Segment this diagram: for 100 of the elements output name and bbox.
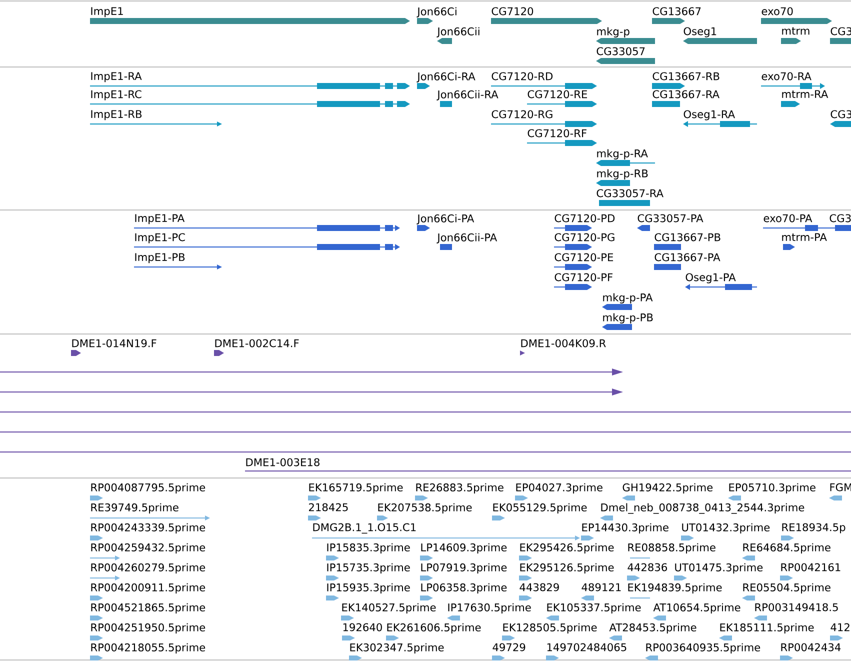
feature-label: RE26883.5prime [416, 483, 504, 494]
feature-label: mkg-p-PB [603, 313, 653, 324]
feature-label: CG13667-RA [652, 90, 720, 98]
feature-label: IP15735.3prime [327, 563, 410, 574]
feature-label: CG7120-RG [492, 110, 552, 118]
feature-label: EK055129.5prime [493, 503, 587, 514]
feature-label: RE18934.5p [782, 523, 846, 534]
feature-label: CG13667 [652, 7, 701, 16]
feature-label: RE08858.5prime [628, 543, 716, 554]
feature-label: EK261606.5prime [387, 623, 481, 634]
feature-label: RP0042434 [781, 643, 841, 652]
feature-label: GH19422.5prime [622, 483, 713, 494]
feature-label: ImpE1-RA [91, 72, 142, 82]
feature-label: EK105337.5prime [547, 603, 641, 614]
feature-label: 443829 [520, 583, 559, 592]
feature-label: CG13667-RB [652, 72, 720, 80]
feature-label: CG7120-PD [554, 214, 615, 222]
feature-label: exo70-RA [762, 72, 812, 80]
feature-label: Jon66Ci-RA [416, 72, 476, 82]
feature-label: EK185111.5prime [720, 623, 814, 634]
feature-label: CG7120-PF [554, 273, 612, 282]
feature-label: ImpE1 [91, 7, 123, 18]
feature-label: Oseg1-RA [684, 110, 735, 120]
feature-label: Jon66Ci-PA [416, 214, 474, 224]
feature-label: EK207538.5prime [378, 503, 472, 514]
feature-label: Dmel_neb_008738_0413_2544.3prime [601, 503, 804, 514]
feature-label: EP04027.3prime [516, 483, 602, 494]
feature-label: CG7120-PG [554, 233, 614, 242]
feature-label: RP004243339.5prime [91, 523, 206, 534]
feature-label: RP003149418.5 [755, 603, 838, 612]
feature-label: 489121 [582, 583, 621, 592]
feature-label: Oseg1 [684, 27, 716, 38]
feature-label: EK194839.5prime [628, 583, 722, 594]
feature-label: 412 [830, 623, 850, 632]
feature-label: LP14609.3prime [421, 543, 507, 554]
feature-label: CG7120-RE [528, 90, 587, 98]
feature-label: EK295426.5prime [520, 543, 614, 554]
feature-label: CG13667-PA [654, 253, 720, 262]
feature-label: mtrm-RA [782, 90, 828, 98]
feature-label: RE39749.5prime [91, 503, 178, 514]
feature-label: RP004259432.5prime [91, 543, 206, 554]
feature-label: RP004087795.5prime [91, 483, 206, 494]
feature-label: LP07919.3prime [421, 563, 507, 574]
feature-label: RP004200911.5prime [91, 583, 206, 594]
feature-label: DME1-004K09.R [521, 339, 606, 348]
feature-label: UT01432.3prime [682, 523, 770, 534]
feature-label: UT01475.3prime [675, 563, 763, 574]
feature-label: 149702484065 [547, 643, 626, 652]
feature-label: CG33057-PA [638, 214, 704, 222]
feature-label: 192640 [343, 623, 382, 632]
feature-label: AT10654.5prime [653, 603, 740, 614]
feature-label: RP004251950.5prime [91, 623, 206, 634]
feature-label: ImpE1-PB [135, 253, 185, 264]
feature-label: ImpE1-RB [91, 110, 142, 120]
feature-label: CG13667-PB [654, 233, 720, 242]
feature-label: CG7120-RF [528, 129, 586, 138]
feature-label: Jon66Cii-RA [436, 90, 498, 100]
feature-label: DME1-003E18 [246, 458, 320, 466]
feature-label: RP004218055.5prime [91, 643, 206, 654]
feature-label: Oseg1-PA [686, 273, 736, 284]
feature-label: CG7120-RD [492, 72, 553, 80]
feature-label: DME1-014N19.F [72, 339, 156, 348]
feature-label: LP06358.3prime [421, 583, 507, 594]
feature-label: CG33057 [596, 47, 645, 56]
feature-label: Jon66Cii [436, 27, 480, 38]
feature-label: mkg-p [597, 27, 630, 38]
feature-label: Jon66Cii-PA [436, 233, 498, 244]
feature-label: RP0042161 [781, 563, 840, 572]
feature-label: mtrm [782, 27, 810, 35]
feature-label: ImpE1-PA [135, 214, 185, 224]
feature-label: EP14430.3prime [582, 523, 668, 534]
feature-label: IP15835.3prime [327, 543, 410, 554]
feature-label: EK302347.5prime [350, 643, 444, 654]
feature-label: 442836 [628, 563, 667, 572]
feature-label: IP17630.5prime [448, 603, 531, 614]
feature-label: ImpE1-PC [135, 233, 185, 244]
feature-label: exo70-PA [764, 214, 812, 222]
feature-label: RP004521865.5prime [91, 603, 206, 614]
feature-label: 49729 [492, 643, 526, 652]
feature-label: EP05710.3prime [729, 483, 816, 494]
feature-label: DMG2B.1_1.O15.C1 [313, 523, 416, 534]
feature-label: mtrm-PA [782, 233, 827, 241]
feature-label: CG33057-RA [596, 189, 664, 198]
feature-label: IP15935.3prime [327, 583, 410, 594]
feature-label: mkg-p-RB [597, 169, 648, 180]
feature-label: AT28453.5prime [609, 623, 696, 634]
feature-label: ImpE1-RC [91, 90, 142, 100]
feature-label: CG7120 [492, 7, 534, 16]
feature-label: mkg-p-PA [603, 293, 653, 304]
feature-label: EK295126.5prime [520, 563, 614, 574]
feature-label: RE05504.5prime [743, 583, 830, 594]
feature-label: Jon66Ci [416, 7, 456, 18]
feature-label: RP003640935.5prime [646, 643, 760, 654]
feature-label: EK165719.5prime [309, 483, 403, 494]
feature-label: CG3 [830, 214, 851, 222]
feature-label: 218425 [309, 503, 348, 512]
feature-label: exo70 [762, 7, 793, 16]
feature-label: CG7120-PE [554, 253, 614, 262]
feature-label: DME1-002C14.F [215, 339, 299, 348]
feature-label: EK140527.5prime [342, 603, 436, 614]
